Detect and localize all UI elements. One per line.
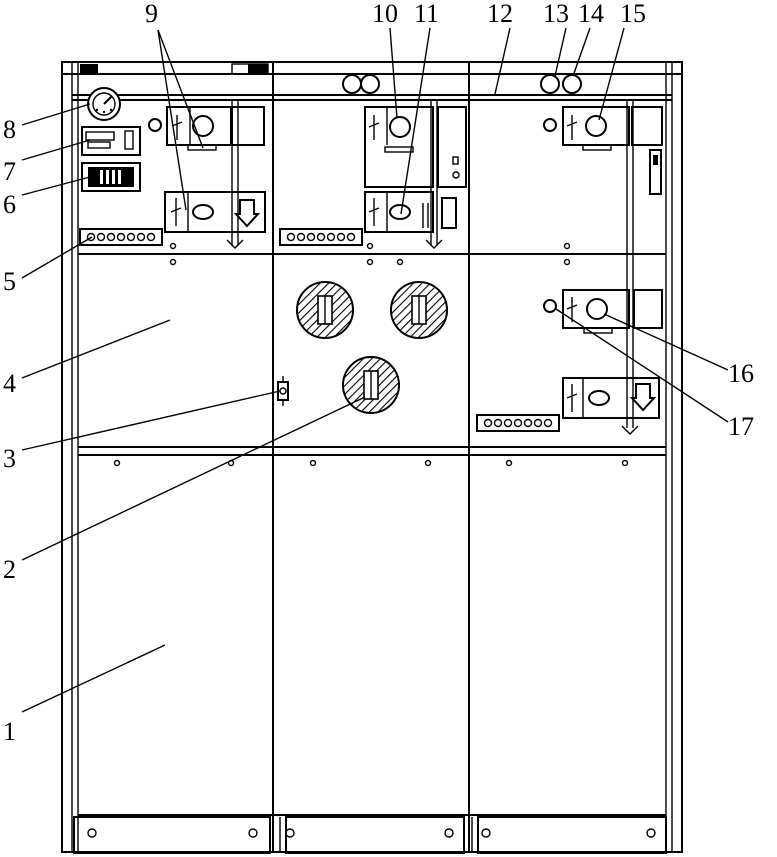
callout-14: 14	[578, 0, 604, 28]
cabinet-frame	[61, 61, 683, 854]
fuse-window-3	[342, 356, 400, 414]
callout-8: 8	[3, 115, 16, 144]
callout-1: 1	[3, 717, 16, 746]
terminal-strip-middle	[279, 228, 363, 246]
fuse-window-2	[390, 281, 448, 339]
terminal-strip-left	[79, 228, 163, 246]
callout-5: 5	[3, 267, 16, 296]
operating-mechanism-right-upper	[543, 100, 663, 428]
callout-16: 16	[728, 359, 754, 388]
callout-10: 10	[372, 0, 398, 28]
leader-lines	[21, 27, 729, 713]
callout-labels: 1 2 3 4 5 6 7 8 9 10 11 12 13 14 15 16 1…	[3, 0, 754, 746]
callout-7: 7	[3, 157, 16, 186]
callout-13: 13	[543, 0, 569, 28]
callout-6: 6	[3, 190, 16, 219]
operating-mechanism-middle-lower	[364, 100, 457, 249]
indicator-lamps	[342, 74, 582, 94]
operating-mechanism-left-lower	[164, 191, 266, 249]
operating-mechanism-middle-upper	[364, 106, 467, 188]
callout-9: 9	[145, 0, 158, 28]
fuse-window-1	[296, 281, 354, 339]
callout-4: 4	[3, 369, 16, 398]
callout-11: 11	[414, 0, 439, 28]
operating-mechanism-left-upper	[166, 100, 265, 246]
callout-3: 3	[3, 444, 16, 473]
terminal-strip-right	[476, 414, 560, 432]
indicator-panel	[81, 126, 141, 156]
operating-mechanism-right-lower	[562, 377, 660, 435]
callout-17: 17	[728, 412, 754, 441]
pressure-gauge	[87, 87, 121, 121]
operating-mechanism-right-middle	[543, 289, 663, 334]
switch-panel	[81, 162, 141, 192]
callout-15: 15	[620, 0, 646, 28]
callout-12: 12	[487, 0, 513, 28]
lamp-left	[148, 118, 162, 132]
callout-2: 2	[3, 555, 16, 584]
